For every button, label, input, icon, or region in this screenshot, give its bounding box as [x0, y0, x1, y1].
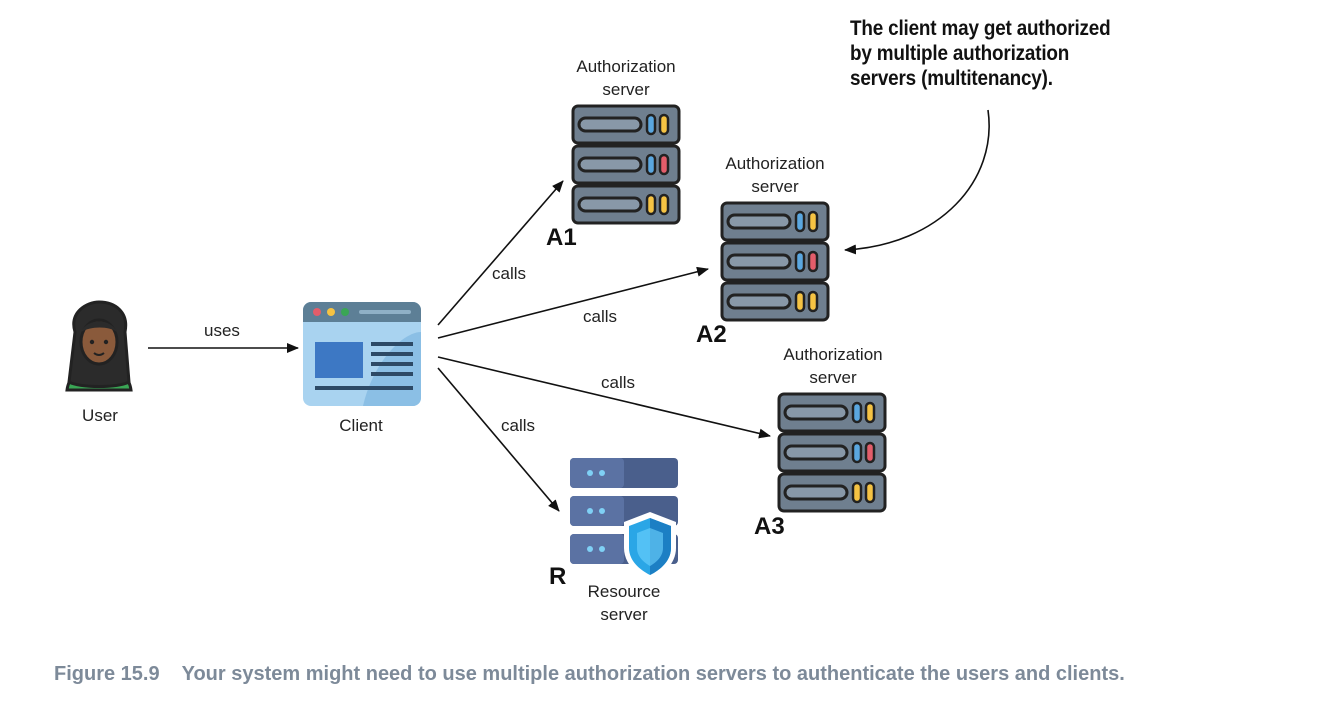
edge-label-uses: uses	[204, 321, 240, 340]
resource-server-label: Resource server	[564, 580, 684, 626]
client-label: Client	[339, 416, 383, 435]
note-pointer-arrow	[844, 109, 990, 255]
user-icon	[65, 300, 133, 392]
edge-label-calls-a2: calls	[583, 307, 618, 326]
server-a3-label-line1: Authorization	[783, 345, 883, 364]
server-a2-label-line2: server	[751, 177, 799, 196]
authorization-server-a1-icon	[571, 104, 681, 225]
server-a2-label: Authorization server	[715, 152, 835, 198]
server-a2-label-line1: Authorization	[725, 154, 825, 173]
note-line2: by multiple authorization	[850, 42, 1070, 65]
user-label: User	[82, 406, 118, 425]
server-a2-id: A2	[696, 321, 727, 348]
arrow-calls-r	[437, 367, 560, 512]
figure-caption-text: Your system might need to use multiple a…	[181, 663, 1125, 685]
edge-label-calls-a3: calls	[601, 373, 636, 392]
figure-number: Figure 15.9	[54, 663, 160, 685]
authorization-server-a2-icon	[720, 201, 830, 322]
figure-caption: Figure 15.9 Your system might need to use…	[54, 663, 1125, 686]
server-r-id: R	[549, 563, 567, 590]
server-a3-id: A3	[754, 513, 785, 540]
server-a1-label-line1: Authorization	[576, 57, 676, 76]
multitenancy-note: The client may get authorized by multipl…	[850, 16, 1111, 91]
server-a3-label: Authorization server	[773, 343, 893, 389]
edge-label-calls-a1: calls	[492, 264, 527, 283]
server-a1-label-line2: server	[602, 80, 650, 99]
arrow-calls-a3	[437, 356, 771, 439]
client-browser-icon	[303, 302, 421, 406]
resource-server-icon	[570, 458, 678, 582]
server-a1-label: Authorization server	[566, 55, 686, 101]
note-line3: servers (multitenancy).	[850, 67, 1053, 90]
server-a3-label-line2: server	[809, 368, 857, 387]
note-line1: The client may get authorized	[850, 17, 1111, 40]
arrow-calls-a1	[437, 180, 564, 326]
arrow-calls-a2	[437, 266, 709, 339]
resource-server-label-line1: Resource	[587, 582, 661, 601]
resource-server-label-line2: server	[600, 605, 648, 624]
edge-label-calls-r: calls	[501, 416, 536, 435]
server-a1-id: A1	[546, 224, 577, 251]
authorization-server-a3-icon	[777, 392, 887, 513]
